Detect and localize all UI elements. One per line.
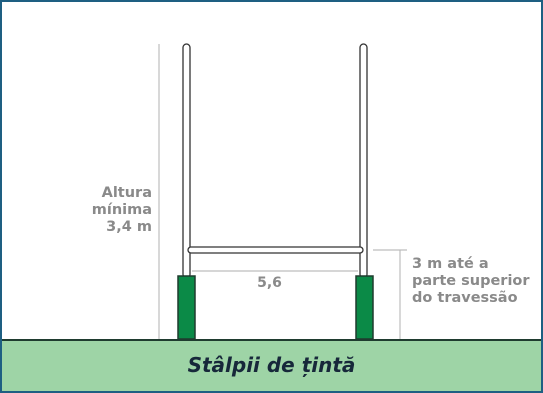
left-post-pad: [177, 275, 196, 340]
crossbar-height-label-line-1: 3 m até a: [412, 256, 489, 272]
crossbar-height-label-line-3: do travessão: [412, 290, 518, 306]
crossbar: [187, 246, 364, 254]
crossbar-height-label: 3 m até a parte superior do travessão: [412, 256, 530, 307]
crossbar-height-label-line-2: parte superior: [412, 273, 530, 289]
ground-label: Stâlpii de țintă: [187, 353, 356, 377]
right-post-upright: [359, 43, 368, 279]
min-height-label-line-1: Altura: [101, 185, 152, 201]
min-height-label-line-3: 3,4 m: [106, 219, 152, 235]
min-height-label: Altura mínima 3,4 m: [52, 185, 152, 236]
width-label: 5,6: [257, 275, 282, 291]
left-post-upright: [182, 43, 191, 279]
right-post-pad: [355, 275, 374, 340]
min-height-label-line-2: mínima: [91, 202, 152, 218]
ground-band: [2, 339, 541, 391]
